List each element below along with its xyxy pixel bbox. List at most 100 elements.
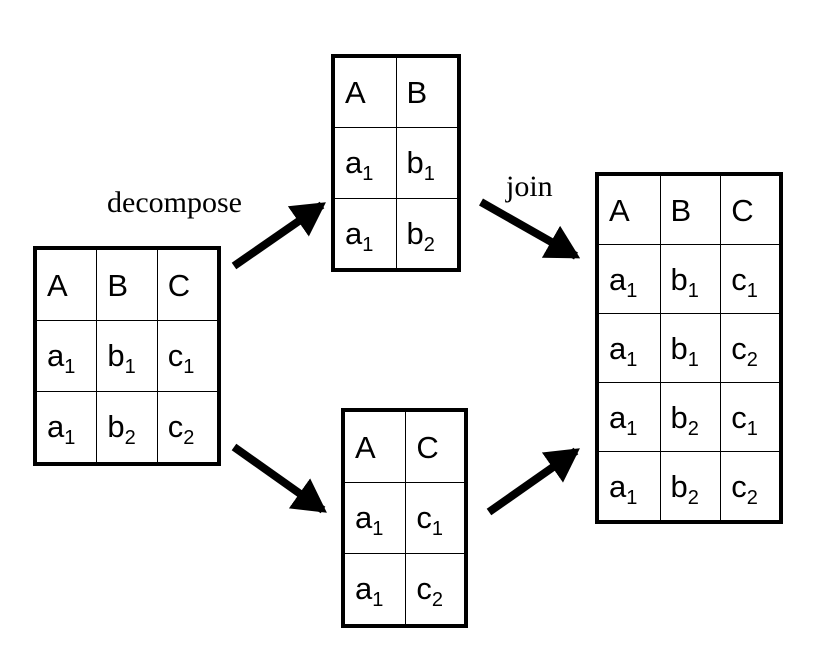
cell-subscript: 2 bbox=[423, 233, 435, 256]
table-cell: a1 bbox=[342, 482, 407, 554]
cell-subscript: 1 bbox=[372, 518, 384, 541]
cell-subscript: 1 bbox=[183, 356, 195, 379]
cell-value: c bbox=[731, 468, 747, 504]
cell-subscript: 1 bbox=[124, 356, 136, 379]
cell-value: b bbox=[670, 261, 688, 297]
cell-subscript: 1 bbox=[64, 356, 76, 379]
cell-subscript: 1 bbox=[362, 233, 374, 256]
cell-value: a bbox=[47, 338, 65, 374]
cell-subscript: 1 bbox=[423, 163, 435, 186]
cell-value: c bbox=[731, 261, 747, 297]
header-cell: A bbox=[342, 409, 407, 483]
cell-value: a bbox=[47, 409, 65, 445]
table-cell: b1 bbox=[96, 320, 158, 392]
decompose-arrow-to-ab bbox=[231, 201, 326, 270]
header-cell: A bbox=[596, 173, 661, 245]
table-cell: b1 bbox=[659, 244, 722, 314]
table-cell: c2 bbox=[720, 313, 782, 383]
cell-value: b bbox=[670, 330, 688, 366]
header-cell: A bbox=[332, 55, 397, 129]
header-cell: C bbox=[405, 409, 467, 483]
cell-value: a bbox=[609, 261, 627, 297]
table-cell: a1 bbox=[596, 313, 661, 383]
cell-subscript: 1 bbox=[626, 279, 638, 302]
cell-subscript: 1 bbox=[362, 163, 374, 186]
cell-subscript: 2 bbox=[124, 427, 136, 450]
table-cell: c2 bbox=[156, 390, 220, 465]
header-cell: C bbox=[720, 173, 782, 245]
header-cell: A bbox=[34, 247, 98, 321]
cell-value: c bbox=[731, 399, 747, 435]
cell-value: b bbox=[406, 145, 424, 181]
cell-subscript: 1 bbox=[746, 417, 758, 440]
header-cell: B bbox=[395, 55, 460, 129]
decompose-label: decompose bbox=[107, 186, 242, 219]
join-arrow-from-ab bbox=[479, 198, 581, 260]
cell-subscript: 1 bbox=[626, 348, 638, 371]
cell-value: c bbox=[416, 571, 432, 607]
cell-value: a bbox=[355, 571, 373, 607]
table-cell: a1 bbox=[596, 382, 661, 452]
table-cell: a1 bbox=[342, 552, 407, 627]
table-cell: a1 bbox=[332, 127, 397, 199]
cell-subscript: 1 bbox=[431, 518, 443, 541]
cell-subscript: 1 bbox=[746, 279, 758, 302]
cell-subscript: 1 bbox=[64, 427, 76, 450]
table-cell: a1 bbox=[332, 197, 397, 271]
table-cell: c2 bbox=[405, 552, 467, 627]
cell-value: b bbox=[670, 468, 688, 504]
table-cell: c1 bbox=[720, 382, 782, 452]
join-arrow-from-ac bbox=[486, 447, 580, 516]
cell-value: a bbox=[345, 215, 363, 251]
table-cell: b1 bbox=[395, 127, 460, 199]
cell-value: c bbox=[167, 338, 184, 374]
cell-value: a bbox=[609, 468, 627, 504]
cell-value: b bbox=[107, 338, 125, 374]
table-cell: b2 bbox=[395, 197, 460, 271]
table-cell: a1 bbox=[34, 320, 98, 392]
cell-value: c bbox=[167, 409, 184, 445]
cell-value: a bbox=[609, 330, 627, 366]
join-label: join bbox=[506, 170, 553, 203]
cell-subscript: 1 bbox=[687, 279, 699, 302]
cell-value: b bbox=[107, 409, 125, 445]
table-cell: b2 bbox=[659, 451, 722, 523]
cell-subscript: 2 bbox=[687, 486, 699, 509]
header-cell: C bbox=[156, 247, 220, 321]
cell-subscript: 2 bbox=[431, 589, 443, 612]
cell-value: b bbox=[670, 399, 688, 435]
table-cell: c2 bbox=[720, 451, 782, 523]
decompose-arrow-to-ac bbox=[231, 443, 327, 514]
cell-value: b bbox=[406, 215, 424, 251]
table-cell: b2 bbox=[96, 390, 158, 465]
cell-subscript: 1 bbox=[372, 589, 384, 612]
table-cell: c1 bbox=[405, 482, 467, 554]
cell-subscript: 2 bbox=[687, 417, 699, 440]
cell-value: a bbox=[609, 399, 627, 435]
table-cell: a1 bbox=[596, 244, 661, 314]
cell-value: c bbox=[731, 330, 747, 366]
cell-subscript: 2 bbox=[746, 348, 758, 371]
cell-subscript: 1 bbox=[687, 348, 699, 371]
table-cell: c1 bbox=[720, 244, 782, 314]
